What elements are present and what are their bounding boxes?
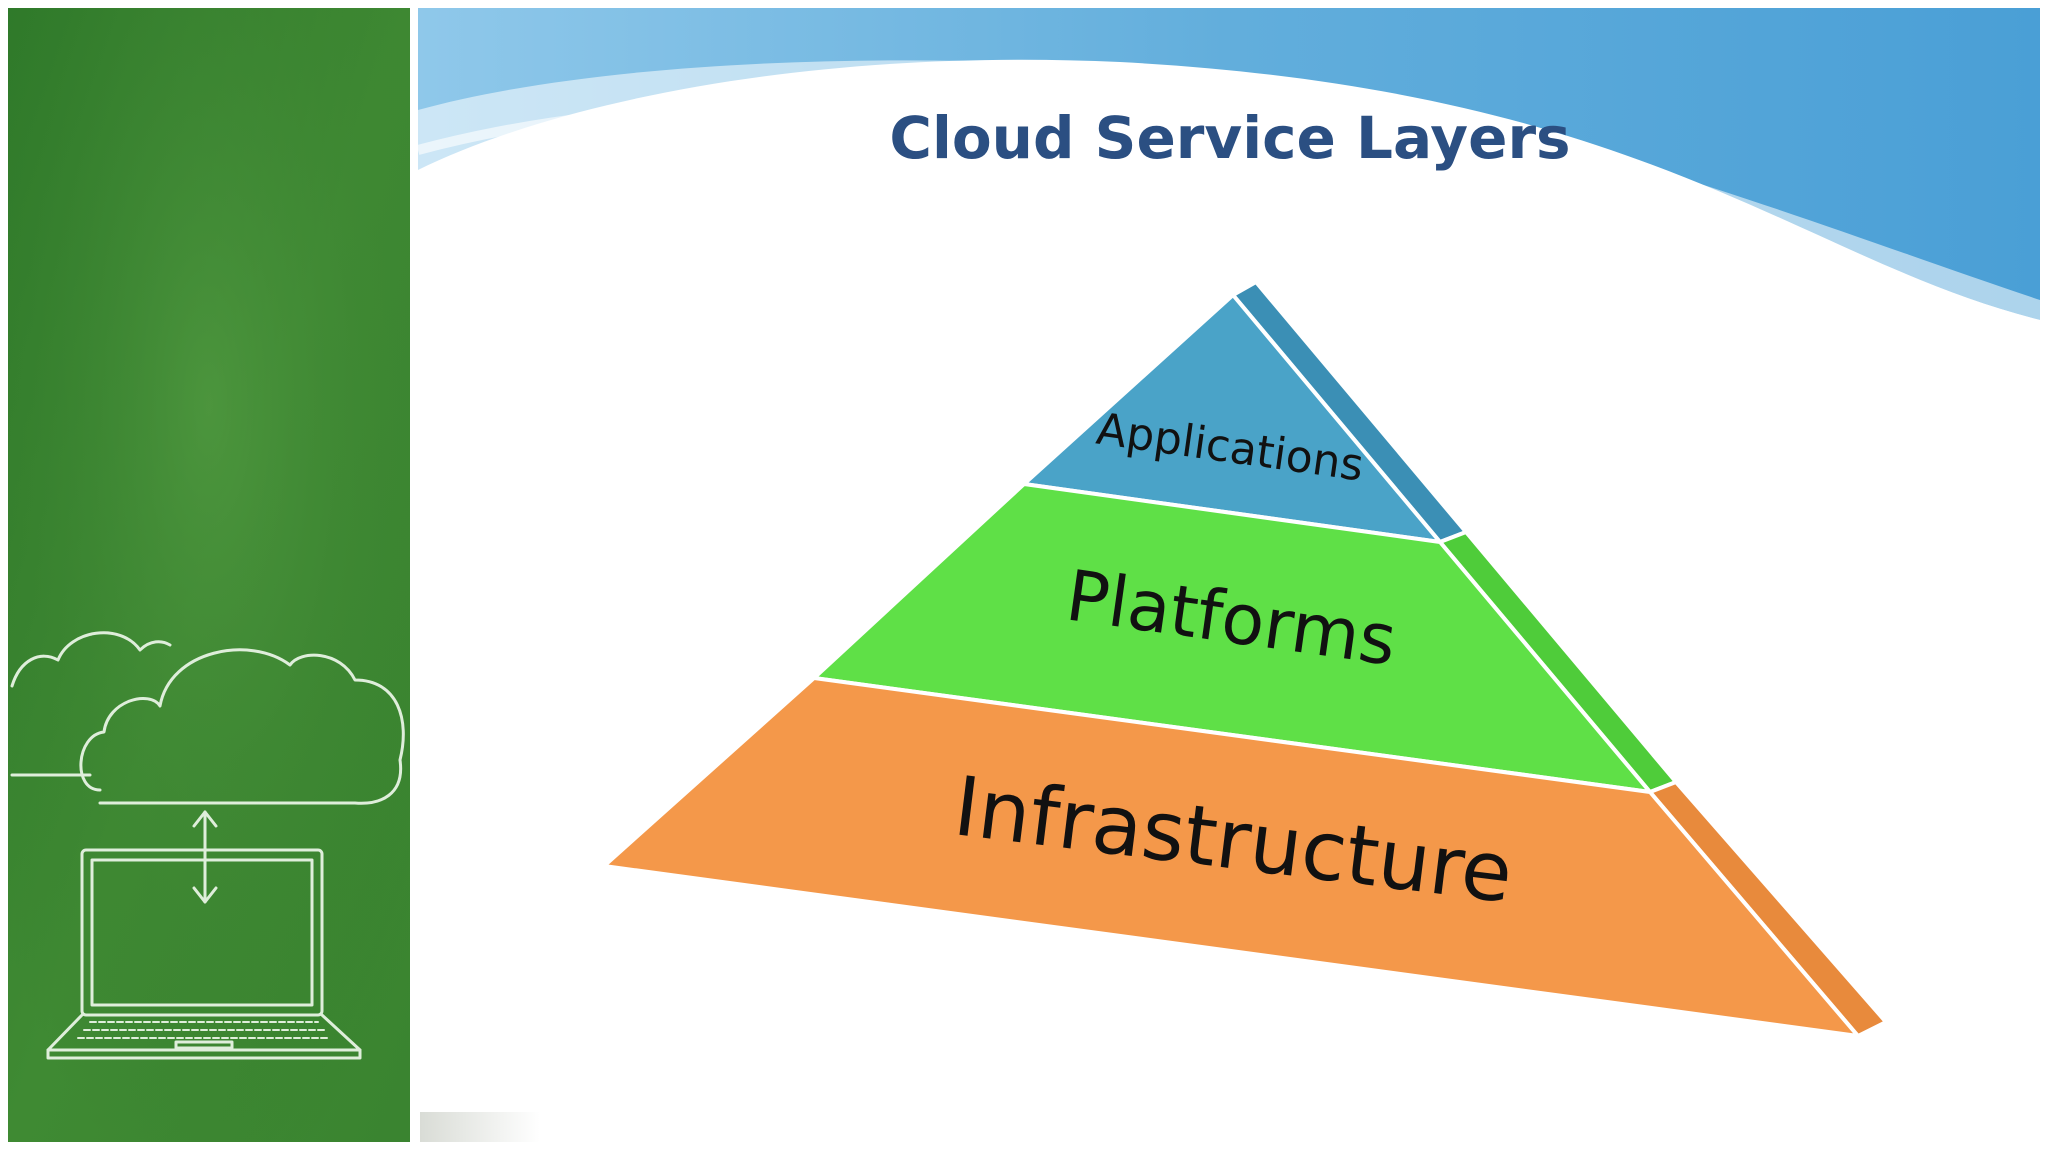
pyramid-layer-platforms: Platforms [812,482,1678,794]
sky-banner [416,8,2042,361]
chalkboard-panel [8,8,540,1142]
cloud-icon [10,631,405,805]
pyramid: Applications Platforms Infrastructure [602,280,1888,1038]
pyramid-layer-infrastructure: Infrastructure [602,676,1888,1038]
slide-title: Cloud Service Layers [889,104,1570,172]
sync-arrow-icon [192,810,218,904]
laptop-icon [46,848,362,1060]
